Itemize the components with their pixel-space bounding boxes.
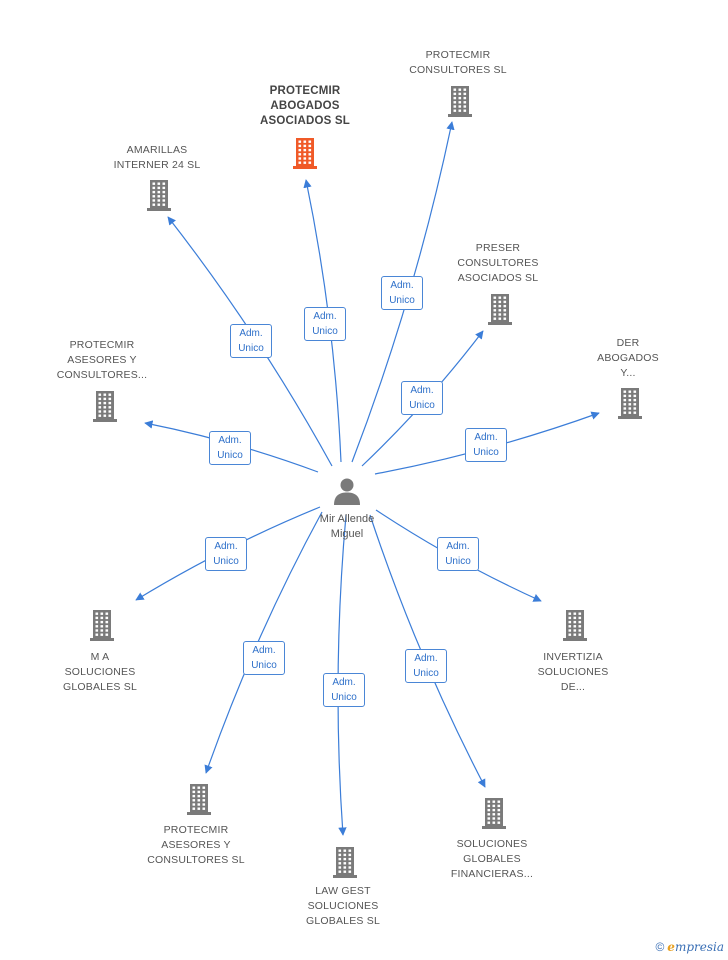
building-icon[interactable] bbox=[443, 84, 477, 118]
role-badge-line-1: Adm. bbox=[252, 645, 276, 656]
role-badge-line-2: Unico bbox=[413, 668, 439, 679]
person-name-line-2: Miguel bbox=[330, 528, 364, 540]
role-badge-line-2: Unico bbox=[389, 295, 415, 306]
building-icon[interactable] bbox=[182, 782, 216, 816]
brand-e-logo: e bbox=[667, 940, 675, 954]
role-badge-line-1: Adm. bbox=[474, 432, 498, 443]
role-badge-11: Adm. Unico bbox=[323, 673, 365, 707]
company-name-line: GLOBALES bbox=[463, 853, 521, 865]
role-badge-4: Adm. Unico bbox=[401, 381, 443, 415]
role-badge-line-2: Unico bbox=[312, 326, 338, 337]
company-name-line: SOLUCIONES bbox=[64, 666, 136, 678]
person-name: Mir Allende Miguel bbox=[287, 512, 407, 542]
role-badge-line-1: Adm. bbox=[214, 541, 238, 552]
brand-name: mpresia bbox=[674, 940, 724, 954]
building-icon[interactable] bbox=[288, 136, 322, 170]
company-name-line: CONSULTORES... bbox=[56, 369, 148, 381]
edge-to-company-9 bbox=[204, 511, 323, 774]
company-name-line: Y... bbox=[620, 367, 636, 379]
company-name-3[interactable]: AMARILLAS INTERNER 24 SL bbox=[92, 143, 222, 173]
role-badge-5: Adm. Unico bbox=[209, 431, 251, 465]
person-icon bbox=[334, 478, 360, 505]
role-badge-8: Adm. Unico bbox=[437, 537, 479, 571]
role-badge-9: Adm. Unico bbox=[243, 641, 285, 675]
company-name-line: CONSULTORES bbox=[457, 257, 539, 269]
company-name-line: CONSULTORES SL bbox=[147, 854, 245, 866]
building-icon[interactable] bbox=[558, 608, 592, 642]
company-name-10[interactable]: SOLUCIONES GLOBALES FINANCIERAS... bbox=[427, 837, 557, 882]
company-name-line: ASESORES Y bbox=[67, 354, 137, 366]
company-name-line: DER bbox=[616, 337, 640, 349]
role-badge-3: Adm. Unico bbox=[230, 324, 272, 358]
company-name-11[interactable]: LAW GEST SOLUCIONES GLOBALES SL bbox=[278, 884, 408, 929]
company-name-9[interactable]: PROTECMIR ASESORES Y CONSULTORES SL bbox=[131, 823, 261, 868]
role-badge-line-2: Unico bbox=[217, 450, 243, 461]
company-name-line: M A bbox=[90, 651, 110, 663]
role-badge-1: Adm. Unico bbox=[381, 276, 423, 310]
building-icon[interactable] bbox=[477, 796, 511, 830]
company-name-line: CONSULTORES SL bbox=[409, 64, 507, 76]
role-badge-line-1: Adm. bbox=[414, 653, 438, 664]
company-name-line: AMARILLAS bbox=[126, 144, 188, 156]
building-icon[interactable] bbox=[328, 845, 362, 879]
role-badge-line-2: Unico bbox=[251, 660, 277, 671]
role-badge-line-2: Unico bbox=[409, 400, 435, 411]
role-badge-line-2: Unico bbox=[473, 447, 499, 458]
company-name-line: ABOGADOS bbox=[270, 100, 340, 112]
company-name-1[interactable]: PROTECMIR CONSULTORES SL bbox=[393, 48, 523, 78]
company-name-line: PROTECMIR bbox=[163, 824, 229, 836]
role-badge-line-2: Unico bbox=[445, 556, 471, 567]
company-name-line: ASESORES Y bbox=[161, 839, 231, 851]
company-name-6[interactable]: DER ABOGADOS Y... bbox=[563, 336, 693, 381]
company-name-8[interactable]: INVERTIZIA SOLUCIONES DE... bbox=[508, 650, 638, 695]
building-icon[interactable] bbox=[483, 292, 517, 326]
role-badge-line-1: Adm. bbox=[410, 385, 434, 396]
company-name-line: INVERTIZIA bbox=[543, 651, 603, 663]
building-icon[interactable] bbox=[142, 178, 176, 212]
company-name-line: PROTECMIR bbox=[69, 339, 135, 351]
company-name-line: PROTECMIR bbox=[425, 49, 491, 61]
company-name-4[interactable]: PRESER CONSULTORES ASOCIADOS SL bbox=[433, 241, 563, 286]
company-name-line: LAW GEST bbox=[315, 885, 371, 897]
company-name-5[interactable]: PROTECMIR ASESORES Y CONSULTORES... bbox=[37, 338, 167, 383]
company-name-line: PROTECMIR bbox=[269, 85, 341, 97]
role-badge-6: Adm. Unico bbox=[465, 428, 507, 462]
role-badge-line-1: Adm. bbox=[446, 541, 470, 552]
role-badge-line-2: Unico bbox=[238, 343, 264, 354]
company-name-line: INTERNER 24 SL bbox=[113, 159, 201, 171]
company-name-line: SOLUCIONES bbox=[537, 666, 609, 678]
role-badge-line-1: Adm. bbox=[313, 311, 337, 322]
copyright-symbol: © bbox=[655, 940, 665, 954]
company-name-line: SOLUCIONES bbox=[307, 900, 379, 912]
company-name-line: FINANCIERAS... bbox=[450, 868, 534, 880]
company-name-2[interactable]: PROTECMIR ABOGADOS ASOCIADOS SL bbox=[240, 84, 370, 129]
company-name-line: ASOCIADOS SL bbox=[260, 115, 350, 127]
role-badge-line-1: Adm. bbox=[332, 677, 356, 688]
building-icon[interactable] bbox=[613, 386, 647, 420]
role-badge-2: Adm. Unico bbox=[304, 307, 346, 341]
role-badge-line-1: Adm. bbox=[239, 328, 263, 339]
role-badge-line-1: Adm. bbox=[218, 435, 242, 446]
role-badge-line-1: Adm. bbox=[390, 280, 414, 291]
role-badge-line-2: Unico bbox=[213, 556, 239, 567]
company-name-line: ASOCIADOS SL bbox=[457, 272, 539, 284]
company-name-line: PRESER bbox=[475, 242, 521, 254]
building-icon[interactable] bbox=[85, 608, 119, 642]
empresia-brand[interactable]: ©empresia bbox=[655, 940, 724, 954]
role-badge-7: Adm. Unico bbox=[205, 537, 247, 571]
company-name-7[interactable]: M A SOLUCIONES GLOBALES SL bbox=[35, 650, 165, 695]
company-name-line: ABOGADOS bbox=[597, 352, 659, 364]
company-name-line: GLOBALES SL bbox=[63, 681, 137, 693]
company-name-line: SOLUCIONES bbox=[456, 838, 528, 850]
person-name-line-1: Mir Allende bbox=[319, 513, 375, 525]
company-name-line: GLOBALES SL bbox=[306, 915, 380, 927]
company-name-line: DE... bbox=[560, 681, 586, 693]
building-icon[interactable] bbox=[88, 389, 122, 423]
role-badge-line-2: Unico bbox=[331, 692, 357, 703]
role-badge-10: Adm. Unico bbox=[405, 649, 447, 683]
